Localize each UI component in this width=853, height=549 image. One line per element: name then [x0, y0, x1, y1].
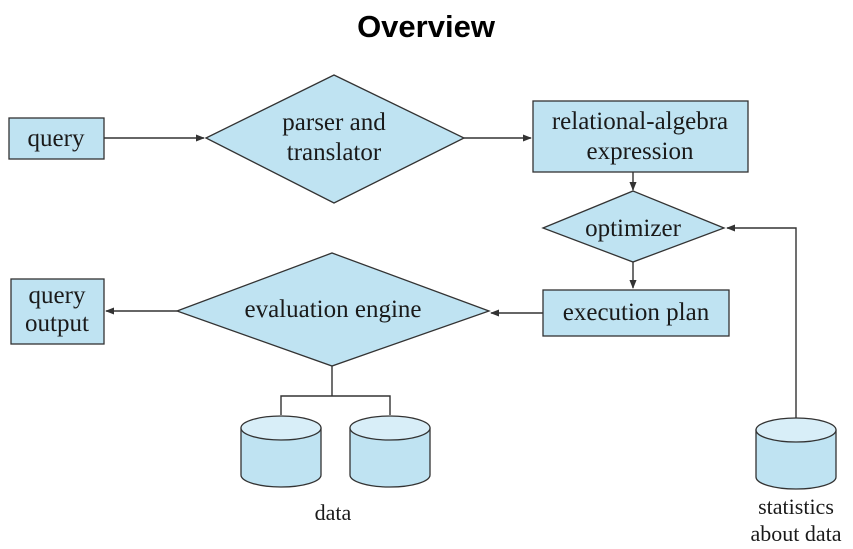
optimizer-node: optimizer: [541, 190, 726, 263]
page-title: Overview: [357, 9, 496, 44]
execution-plan-label: execution plan: [563, 299, 710, 326]
query-box: [8, 117, 105, 160]
execution-plan-box: [542, 289, 730, 337]
data-cylinder-1-top: [240, 415, 322, 441]
parser-translator-label-line1: parser and: [282, 109, 386, 136]
relational-algebra-node: relational-algebra expression: [532, 100, 749, 173]
evaluation-engine-label: evaluation engine: [244, 296, 421, 323]
data-cylinder-2-body: [349, 427, 431, 488]
parser-translator-node: parser and translator: [204, 74, 466, 204]
data-caption: data: [315, 500, 352, 525]
evaluation-engine-node: evaluation engine: [175, 252, 491, 367]
query-node: query: [8, 117, 105, 160]
statistics-cylinder-body: [755, 429, 837, 490]
query-output-label-line2: output: [25, 310, 89, 337]
query-label: query: [28, 125, 85, 152]
optimizer-label: optimizer: [585, 215, 681, 242]
statistics-cylinder: [755, 417, 837, 490]
optimizer-diamond: [541, 190, 726, 263]
parser-translator-label-line2: translator: [287, 139, 382, 166]
connector-data-branch: [280, 395, 391, 415]
data-cylinder-2-top: [349, 415, 431, 441]
data-cylinder-1: [240, 415, 322, 488]
data-cylinder-2: [349, 415, 431, 488]
arrow-statistics-to-optimizer: [726, 224, 797, 418]
execution-plan-node: execution plan: [542, 289, 730, 337]
statistics-caption-line2: about data: [750, 521, 841, 546]
statistics-caption-line1: statistics: [758, 494, 834, 519]
relational-algebra-box: [532, 100, 749, 173]
relational-algebra-label-line1: relational-algebra: [552, 108, 728, 135]
query-output-box: [10, 278, 105, 345]
statistics-cylinder-top: [755, 417, 837, 443]
relational-algebra-label-line2: expression: [587, 138, 694, 165]
data-cylinder-1-body: [240, 427, 322, 488]
evaluation-engine-diamond: [175, 252, 491, 367]
query-output-node: query output: [10, 278, 105, 345]
query-output-label-line1: query: [29, 282, 86, 309]
